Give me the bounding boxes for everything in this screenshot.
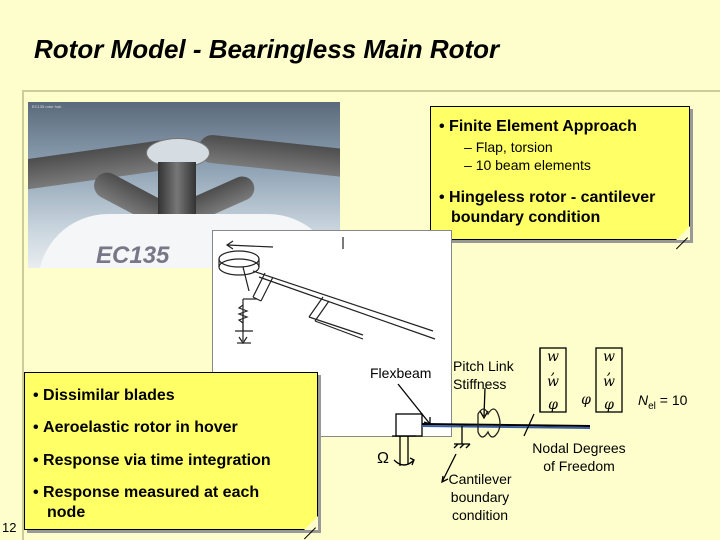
fe-schematic: Flexbeam Pitch Link Stiffness Ω Cantilev… [360, 340, 718, 540]
fe-schematic-svg [392, 347, 623, 484]
dof-comma: , [606, 362, 612, 378]
nel-prefix: N [638, 392, 649, 408]
sub-bullet-elements-text: 10 beam elements [475, 157, 591, 173]
sub-bullet-elements: – 10 beam elements [464, 157, 591, 173]
bullet-dissimilar-text: Dissimilar blades [43, 387, 175, 404]
nodal-arrow [523, 413, 535, 437]
nel-value: = 10 [655, 392, 688, 408]
dof-column-2: w , w φ [600, 349, 618, 414]
dof-phi: φ [604, 397, 614, 413]
bullet-response-text-2: node [47, 504, 86, 521]
flexbeam-arrow [397, 383, 431, 425]
nel-label: Nel = 10 [638, 392, 687, 412]
dof-wprime: w [547, 374, 559, 390]
nodal-label-2: of Freedom [543, 458, 615, 474]
bullet-fe: • Finite Element Approach [439, 118, 637, 135]
rotor-sketch-svg [218, 237, 436, 345]
sketch-pitch-horn [308, 296, 324, 318]
pitch-link-spring [477, 408, 501, 438]
dof-column-1: w , w φ [544, 349, 562, 414]
bullet-response-text: Response measured at each [43, 484, 260, 501]
slide-title: Rotor Model - Bearingless Main Rotor [34, 34, 500, 64]
bullet-response: • Response measured at each [33, 484, 260, 501]
rotor-blade [196, 133, 340, 179]
note-finite-element: • Finite Element Approach – Flap, torsio… [430, 106, 690, 250]
dof-phi: φ [548, 397, 558, 413]
nodal-label: Nodal Degrees [532, 440, 626, 456]
pitch-link-arrow [483, 387, 486, 417]
hub-block [395, 413, 423, 437]
sketch-arrowhead [225, 240, 234, 250]
page-number: 12 [2, 520, 17, 535]
beam-element [421, 423, 591, 427]
dof-phi-standalone: φ [581, 392, 591, 408]
note-blades: • Dissimilar blades • Aeroelastic rotor … [24, 372, 318, 540]
sketch-beam-bottom [258, 276, 436, 340]
bullet-time-integration: • Response via time integration [33, 452, 271, 469]
fuselage-text: EC135 [96, 242, 170, 268]
bullet-hingeless-text: Hingeless rotor - cantilever [449, 189, 656, 206]
sketch-pitch-link [242, 266, 250, 292]
note-fold [676, 226, 690, 240]
dof-w: w [547, 349, 559, 365]
bullet-aeroelastic: • Aeroelastic rotor in hover [33, 419, 238, 436]
sketch-beam-top [252, 270, 434, 332]
pitch-link-label-2: Stiffness [453, 376, 507, 392]
cantilever-arrow [441, 453, 457, 483]
rotation-arrow [393, 459, 415, 466]
bullet-time-integration-text: Response via time integration [43, 452, 271, 469]
omega-label: Ω [377, 450, 389, 467]
bullet-fe-text: Finite Element Approach [449, 118, 637, 135]
dof-comma: , [550, 362, 556, 378]
rotor-mast [158, 162, 196, 214]
left-rule [22, 92, 24, 540]
cantilever-label-2: boundary [450, 489, 510, 505]
sub-bullet-flap-text: Flap, torsion [475, 139, 553, 155]
dof-wprime: w [603, 374, 615, 390]
title-rule [22, 90, 720, 92]
sub-bullet-flap: – Flap, torsion [464, 139, 553, 155]
photo-caption: EC135 rotor hub [32, 104, 62, 109]
nel-sub: el [648, 400, 656, 412]
sketch-arrow [226, 244, 274, 248]
cantilever-label-3: condition [451, 507, 509, 523]
bullet-dissimilar: • Dissimilar blades [33, 387, 175, 404]
cantilever-label: Cantilever [448, 471, 512, 487]
flexbeam-label: Flexbeam [370, 365, 432, 381]
dof-w: w [603, 349, 615, 365]
pitch-link-label: Pitch Link [453, 358, 514, 374]
dof-matrix-2 [595, 347, 623, 413]
note-fold [304, 516, 318, 530]
bullet-hingeless: • Hingeless rotor - cantilever [439, 189, 656, 206]
bullet-aeroelastic-text: Aeroelastic rotor in hover [43, 419, 238, 436]
bullet-hingeless-text-2: boundary condition [451, 209, 601, 226]
